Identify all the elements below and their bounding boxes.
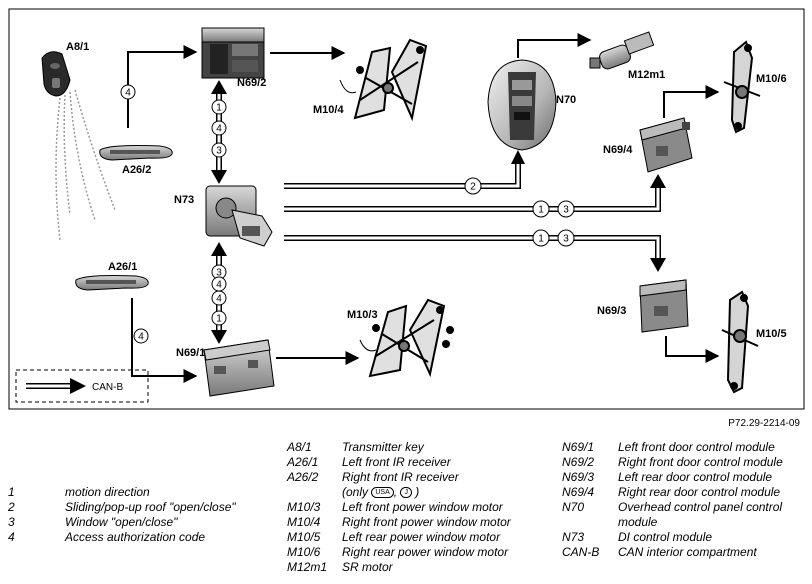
svg-text:4: 4 (138, 332, 144, 343)
label-m10-6: M10/6 (756, 73, 787, 85)
legend-row: (only USA, J ) (342, 485, 420, 499)
label-n69-2: N69/2 (237, 77, 266, 89)
svg-text:4: 4 (216, 294, 222, 305)
path-number-n73-down-1: 3 (211, 264, 227, 280)
can-link-n73-n69-4 (284, 174, 666, 212)
arrow-a26-1-to-n69-1 (131, 298, 198, 383)
japan-badge: J (400, 487, 412, 499)
can-link-n73-n70 (284, 150, 525, 189)
path-number-n73-down-3: 4 (211, 290, 227, 306)
svg-text:1: 1 (216, 103, 222, 114)
label-n69-1: N69/1 (176, 347, 205, 359)
can-link-n73-n69-3 (284, 235, 666, 272)
legend-row: module (618, 515, 658, 529)
svg-text:3: 3 (216, 268, 222, 279)
ir-receiver-right-front-icon (99, 145, 173, 161)
label-m10-4: M10/4 (313, 104, 344, 116)
figure-reference: P72.29-2214-09 (728, 418, 800, 429)
sr-motor-icon (589, 31, 655, 70)
n69-2-module-icon (201, 27, 265, 79)
path-number-to-n70: 2 (464, 177, 482, 195)
svg-text:4: 4 (125, 88, 131, 99)
path-number-n73-up-2: 4 (211, 120, 227, 136)
label-a26-2: A26/2 (122, 164, 151, 176)
path-number-to-n69-3-b: 3 (557, 229, 575, 247)
label-n69-3: N69/3 (597, 305, 626, 317)
label-m12m1: M12m1 (628, 69, 665, 81)
path-number-n73-up-3: 3 (211, 142, 227, 158)
svg-text:1: 1 (216, 314, 222, 325)
ir-beam (55, 89, 116, 241)
window-motor-m10-6-icon (723, 40, 761, 134)
label-n70: N70 (556, 94, 576, 106)
window-motor-m10-5-icon (721, 290, 759, 394)
path-number-a8-n69-2: 4 (120, 84, 136, 100)
label-a26-1: A26/1 (108, 261, 137, 273)
path-number-to-n69-4-a: 1 (532, 200, 550, 218)
svg-text:3: 3 (563, 205, 569, 216)
arrow-a26-2-to-n69-2 (127, 45, 198, 128)
svg-text:2: 2 (470, 182, 476, 193)
overhead-control-panel-icon (487, 59, 557, 151)
can-b-label: CAN-B (92, 382, 123, 393)
label-n73: N73 (174, 194, 194, 206)
path-number-a26-1-n69-1: 4 (133, 328, 149, 344)
svg-text:4: 4 (216, 124, 222, 135)
svg-text:3: 3 (563, 234, 569, 245)
path-number-n73-down-2: 4 (211, 276, 227, 292)
arrow-n69-4-to-m10-6 (663, 85, 720, 118)
label-a8-1: A8/1 (66, 41, 89, 53)
window-motor-m10-4-icon (339, 38, 428, 122)
label-m10-3: M10/3 (347, 309, 378, 321)
n69-4-module-icon (639, 117, 693, 173)
arrow-n69-3-to-m10-5 (665, 336, 720, 363)
di-control-module-icon (205, 185, 273, 247)
n69-3-module-icon (639, 279, 689, 333)
path-number-n73-down-4: 1 (211, 310, 227, 326)
svg-text:4: 4 (216, 280, 222, 291)
path-number-to-n69-3-a: 1 (532, 229, 550, 247)
arrow-n70-to-m12m1 (517, 33, 592, 58)
path-number-to-n69-4-b: 3 (557, 200, 575, 218)
label-n69-4: N69/4 (603, 144, 633, 156)
n69-1-module-icon (203, 339, 275, 397)
transmitter-key-icon (41, 51, 71, 97)
svg-text:3: 3 (216, 146, 222, 157)
svg-text:1: 1 (538, 234, 544, 245)
label-m10-5: M10/5 (756, 328, 787, 340)
path-number-n73-up-1: 1 (211, 99, 227, 115)
diagram-frame (8, 8, 805, 410)
window-motor-m10-3-icon (359, 298, 454, 378)
can-b-legend-box: CAN-B (15, 369, 149, 403)
svg-text:1: 1 (538, 205, 544, 216)
ir-receiver-left-front-icon (75, 275, 149, 291)
usa-badge: USA (371, 487, 394, 499)
